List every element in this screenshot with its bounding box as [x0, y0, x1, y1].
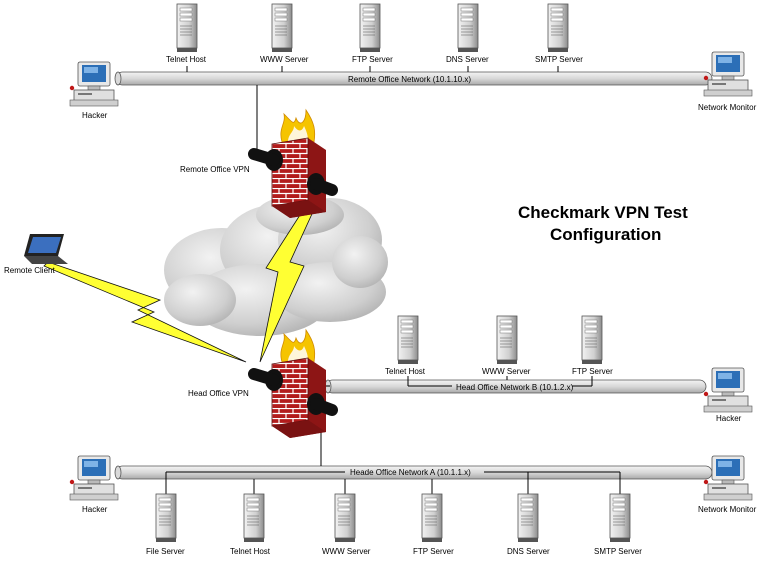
server-telnet-host: [397, 315, 419, 365]
server-label: Telnet Host: [166, 55, 207, 64]
head-office-network-b-label: Head Office Network B (10.1.2.x): [456, 383, 574, 392]
server-dns: [457, 3, 479, 53]
server-label: Telnet Host: [230, 547, 271, 556]
server-telnet-host: [243, 493, 265, 543]
network-monitor-label: Network Monitor: [698, 103, 757, 112]
remote-client-laptop: [24, 234, 68, 264]
head-office-vpn-label: Head Office VPN: [188, 389, 249, 398]
network-monitor-pc: [703, 51, 753, 97]
server-label: WWW Server: [260, 55, 309, 64]
remote-office-network: Remote Office Network (10.1.10.x) Telnet…: [69, 3, 757, 120]
hacker-pc: [69, 455, 119, 501]
server-label: FTP Server: [572, 367, 613, 376]
remote-client-label: Remote Client: [4, 266, 55, 275]
server-label: FTP Server: [413, 547, 454, 556]
server-label: SMTP Server: [594, 547, 642, 556]
server-label: File Server: [146, 547, 185, 556]
network-monitor-label: Network Monitor: [698, 505, 757, 514]
diagram-title-line-1: Checkmark VPN Test: [518, 203, 688, 222]
head-office-network-a: Heade Office Network A (10.1.1.x) File S…: [69, 455, 757, 556]
hacker-pc: [69, 61, 119, 107]
server-www: [271, 3, 293, 53]
remote-office-vpn-firewall: [254, 110, 332, 218]
hacker-label: Hacker: [82, 505, 108, 514]
remote-office-network-label: Remote Office Network (10.1.10.x): [348, 75, 471, 84]
server-dns: [517, 493, 539, 543]
server-ftp: [421, 493, 443, 543]
server-ftp: [581, 315, 603, 365]
head-office-network-b: Head Office Network B (10.1.2.x) Telnet …: [324, 315, 753, 423]
server-label: Telnet Host: [385, 367, 426, 376]
server-label: DNS Server: [507, 547, 550, 556]
server-telnet-host: [176, 3, 198, 53]
server-label: SMTP Server: [535, 55, 583, 64]
server-label: WWW Server: [482, 367, 531, 376]
server-label: WWW Server: [322, 547, 371, 556]
server-label: DNS Server: [446, 55, 489, 64]
lightning-bolt-remote-client: [43, 261, 247, 363]
hacker-pc: [703, 367, 753, 413]
server-ftp: [359, 3, 381, 53]
diagram-title-line-2: Configuration: [550, 225, 661, 244]
server-www: [496, 315, 518, 365]
head-office-network-a-label: Heade Office Network A (10.1.1.x): [350, 468, 471, 477]
server-smtp: [547, 3, 569, 53]
server-www: [334, 493, 356, 543]
network-monitor-pc: [703, 455, 753, 501]
remote-office-vpn-label: Remote Office VPN: [180, 165, 250, 174]
server-label: FTP Server: [352, 55, 393, 64]
hacker-label: Hacker: [82, 111, 108, 120]
hacker-label: Hacker: [716, 414, 742, 423]
server-smtp: [609, 493, 631, 543]
server-file: [155, 493, 177, 543]
